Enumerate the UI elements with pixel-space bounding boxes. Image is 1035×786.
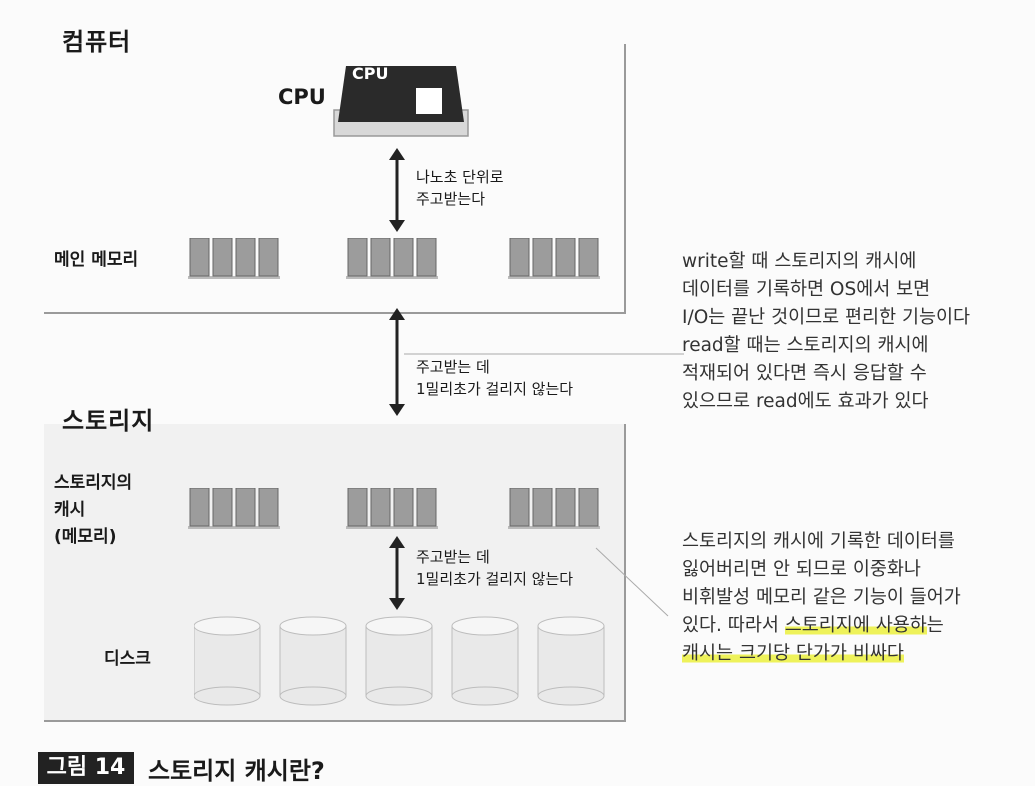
disk-icon xyxy=(451,616,519,706)
ram-module-icon xyxy=(188,487,280,534)
disk-icon xyxy=(194,616,261,706)
computer-title: 컴퓨터 xyxy=(62,28,132,56)
cpu-chip-label: CPU xyxy=(352,64,389,83)
side-note-cache-cost: 스토리지의 캐시에 기록한 데이터를 잃어버리면 안 되므로 이중화나 비휘발성… xyxy=(682,528,1034,668)
side-note-line: read할 때는 스토리지의 캐시에 xyxy=(682,335,929,356)
side-note-write-read: write할 때 스토리지의 캐시에 데이터를 기록하면 OS에서 보면 I/O… xyxy=(682,248,1034,416)
computer-storage-note: 주고받는 데 1밀리초가 걸리지 않는다 xyxy=(416,356,573,400)
storage-cache-label-line: 캐시 xyxy=(54,500,86,520)
disk-icon xyxy=(365,616,433,706)
side-note-line: I/O는 끝난 것이므로 편리한 기능이다 xyxy=(682,307,971,328)
storage-cache-label-line: 스토리지의 xyxy=(54,473,133,493)
ram-module-icon xyxy=(346,237,438,284)
ram-module-icon xyxy=(508,487,600,534)
disk-label: 디스크 xyxy=(104,649,151,669)
cpu-memory-note: 나노초 단위로 주고받는다 xyxy=(416,166,504,210)
ram-module-icon xyxy=(346,487,438,534)
side-note-line: write할 때 스토리지의 캐시에 xyxy=(682,251,917,272)
side-note-line: 있다. 따라서 스토리지에 사용하는 xyxy=(682,612,1034,640)
side-note-text: 는 xyxy=(926,615,944,636)
side-note-line: 스토리지의 캐시에 기록한 데이터를 xyxy=(682,531,955,552)
cache-disk-arrow-icon xyxy=(389,536,405,610)
side-note-line: 데이터를 기록하면 OS에서 보면 xyxy=(682,279,931,300)
side-note-line: 캐시는 크기당 단가가 비싸다 xyxy=(682,640,1034,668)
storage-cache-label: 스토리지의 캐시 (메모리) xyxy=(54,470,132,551)
computer-storage-note-line: 주고받는 데 xyxy=(416,358,490,376)
storage-cache-label-line: (메모리) xyxy=(54,527,117,547)
cpu-chip-icon xyxy=(333,66,469,137)
side-note-line: 비휘발성 메모리 같은 기능이 들어가 xyxy=(682,587,961,608)
figure-number-badge: 그림 14 xyxy=(38,752,134,784)
disk-icon xyxy=(537,616,605,706)
cache-disk-note-line: 1밀리초가 걸리지 않는다 xyxy=(416,570,574,588)
ram-module-icon xyxy=(188,237,280,284)
side-note-highlight: 캐시는 크기당 단가가 비싸다 xyxy=(682,643,904,664)
cpu-memory-note-line: 주고받는다 xyxy=(416,190,486,208)
figure-caption: 스토리지 캐시란? xyxy=(148,757,325,785)
side-note-text: 있다. 따라서 xyxy=(682,615,785,636)
cpu-memory-note-line: 나노초 단위로 xyxy=(416,168,504,186)
cache-disk-note-line: 주고받는 데 xyxy=(416,548,490,566)
connector-line xyxy=(404,353,684,355)
cpu-label: CPU xyxy=(278,85,326,109)
cache-disk-note: 주고받는 데 1밀리초가 걸리지 않는다 xyxy=(416,546,573,590)
ram-module-icon xyxy=(508,237,600,284)
computer-storage-note-line: 1밀리초가 걸리지 않는다 xyxy=(416,380,574,398)
disk-icon xyxy=(279,616,347,706)
side-note-line: 있으므로 read에도 효과가 있다 xyxy=(682,391,929,412)
side-note-highlight: 스토리지에 사용하 xyxy=(784,615,927,636)
side-note-line: 잃어버리면 안 되므로 이중화나 xyxy=(682,559,921,580)
connector-line xyxy=(595,547,669,617)
computer-storage-arrow-icon xyxy=(389,308,405,416)
side-note-line: 적재되어 있다면 즉시 응답할 수 xyxy=(682,363,927,384)
storage-title: 스토리지 xyxy=(62,407,155,435)
cpu-memory-arrow-icon xyxy=(389,148,405,232)
main-memory-label: 메인 메모리 xyxy=(54,250,139,270)
disk-icons xyxy=(194,616,605,706)
